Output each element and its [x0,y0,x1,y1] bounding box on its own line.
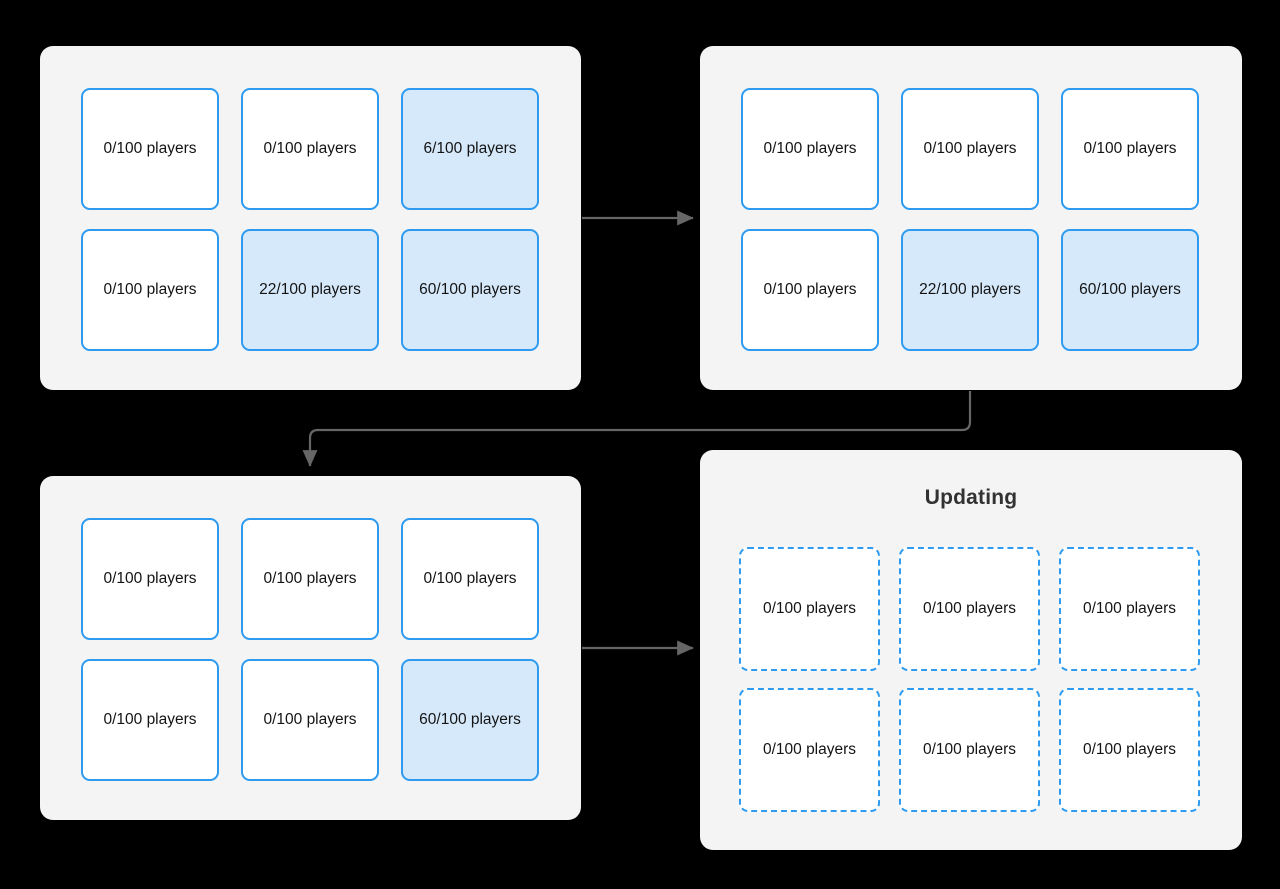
shard-grid: 0/100 players 0/100 players 0/100 player… [741,88,1199,351]
panel-shard-grid-updating: Updating 0/100 players 0/100 players 0/1… [700,450,1242,850]
panel-shard-grid-initial: 0/100 players 0/100 players 6/100 player… [40,46,581,390]
shard-cell[interactable]: 0/100 players [739,688,880,812]
shard-cell[interactable]: 0/100 players [741,88,879,210]
shard-cell[interactable]: 0/100 players [1059,688,1200,812]
shard-cell[interactable]: 0/100 players [1061,88,1199,210]
shard-cell[interactable]: 0/100 players [901,88,1039,210]
shard-cell[interactable]: 0/100 players [81,518,219,640]
shard-cell[interactable]: 0/100 players [81,88,219,210]
shard-cell[interactable]: 0/100 players [899,547,1040,671]
shard-cell[interactable]: 22/100 players [901,229,1039,351]
shard-grid: 0/100 players 0/100 players 0/100 player… [739,547,1200,812]
shard-cell[interactable]: 60/100 players [401,659,539,781]
shard-cell[interactable]: 0/100 players [241,659,379,781]
shard-cell[interactable]: 0/100 players [401,518,539,640]
shard-cell[interactable]: 0/100 players [241,88,379,210]
shard-cell[interactable]: 60/100 players [1061,229,1199,351]
shard-grid: 0/100 players 0/100 players 0/100 player… [81,518,539,781]
panel-shard-grid-single-active: 0/100 players 0/100 players 0/100 player… [40,476,581,820]
shard-cell[interactable]: 60/100 players [401,229,539,351]
shard-cell[interactable]: 0/100 players [739,547,880,671]
shard-cell[interactable]: 0/100 players [899,688,1040,812]
shard-cell[interactable]: 0/100 players [81,659,219,781]
panel-title-updating: Updating [924,486,1018,509]
shard-cell[interactable]: 22/100 players [241,229,379,351]
shard-cell[interactable]: 6/100 players [401,88,539,210]
shard-cell[interactable]: 0/100 players [741,229,879,351]
shard-grid: 0/100 players 0/100 players 6/100 player… [81,88,539,351]
shard-cell[interactable]: 0/100 players [81,229,219,351]
shard-cell[interactable]: 0/100 players [241,518,379,640]
shard-cell[interactable]: 0/100 players [1059,547,1200,671]
panel-shard-grid-drained: 0/100 players 0/100 players 0/100 player… [700,46,1242,390]
